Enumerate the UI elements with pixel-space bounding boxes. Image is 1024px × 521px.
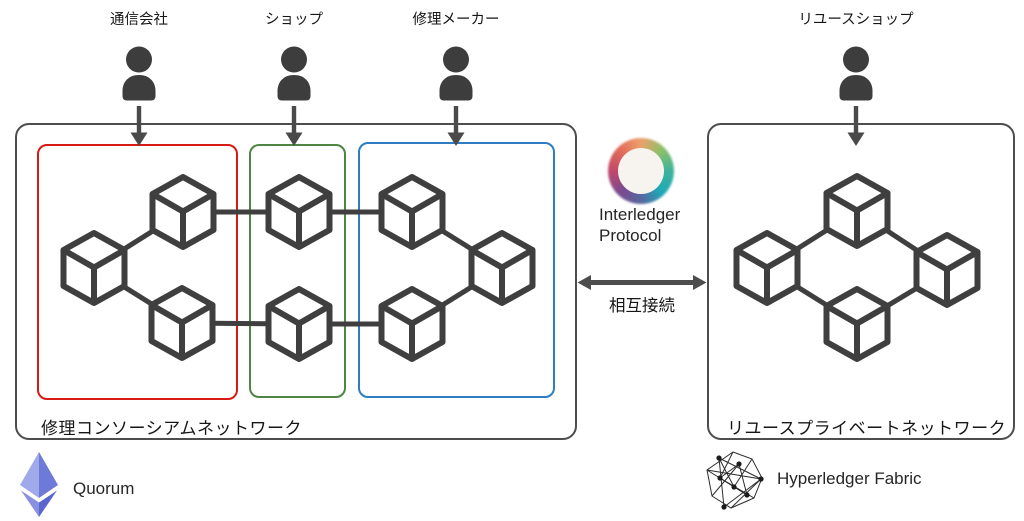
down-arrow-icon xyxy=(130,106,148,146)
blockchain-node-icon xyxy=(827,289,888,359)
right-network-label: リユースプライベートネットワーク xyxy=(727,419,1007,438)
blockchain-node-icon xyxy=(382,289,443,359)
blockchain-node-icon xyxy=(737,233,798,303)
down-arrow-icon xyxy=(447,106,465,146)
interledger-logo-icon xyxy=(608,138,674,204)
actor-repair-maker: 修理メーカー xyxy=(386,10,526,146)
blockchain-node-icon xyxy=(472,233,533,303)
blockchain-node-icon xyxy=(269,177,330,247)
hyperledger-fabric-logo-icon xyxy=(706,451,764,510)
actor-label-repair-maker: 修理メーカー xyxy=(412,12,500,28)
blockchain-node-icon xyxy=(269,289,330,359)
blockchain-node-icon xyxy=(917,235,978,305)
blockchain-node-icon xyxy=(827,176,888,246)
hyperledger-fabric-label: Hyperledger Fabric xyxy=(777,469,922,488)
interconnect-label: 相互接続 xyxy=(609,297,675,315)
quorum-label: Quorum xyxy=(73,479,135,498)
actor-label-shop: ショップ xyxy=(265,12,323,28)
down-arrow-icon xyxy=(847,106,865,146)
shop-subnetwork-box xyxy=(249,144,346,398)
left-network-label: 修理コンソーシアムネットワーク xyxy=(41,419,302,438)
quorum-logo-icon xyxy=(20,452,58,517)
blockchain-node-icon xyxy=(382,177,443,247)
actor-label-reuse-shop: リユースショップ xyxy=(798,12,914,28)
person-icon xyxy=(119,46,159,103)
interledger-protocol-line1: Interledger xyxy=(599,205,681,224)
actor-telecom: 通信会社 xyxy=(69,10,209,146)
actor-label-telecom: 通信会社 xyxy=(110,12,168,28)
interledger-protocol-label: Interledger Protocol xyxy=(599,204,680,246)
blockchain-node-icon xyxy=(64,233,125,303)
person-icon xyxy=(436,46,476,103)
down-arrow-icon xyxy=(285,106,303,146)
blockchain-node-icon xyxy=(153,177,214,247)
actor-reuse-shop: リユースショップ xyxy=(786,10,926,146)
person-icon xyxy=(274,46,314,103)
bidirectional-arrow-icon xyxy=(577,275,707,290)
blockchain-node-icon xyxy=(152,288,213,358)
interledger-protocol-line2: Protocol xyxy=(599,226,662,245)
telecom-subnetwork-box xyxy=(37,144,238,400)
actor-shop: ショップ xyxy=(224,10,364,146)
interledger-ring-center xyxy=(618,148,664,194)
person-icon xyxy=(836,46,876,103)
